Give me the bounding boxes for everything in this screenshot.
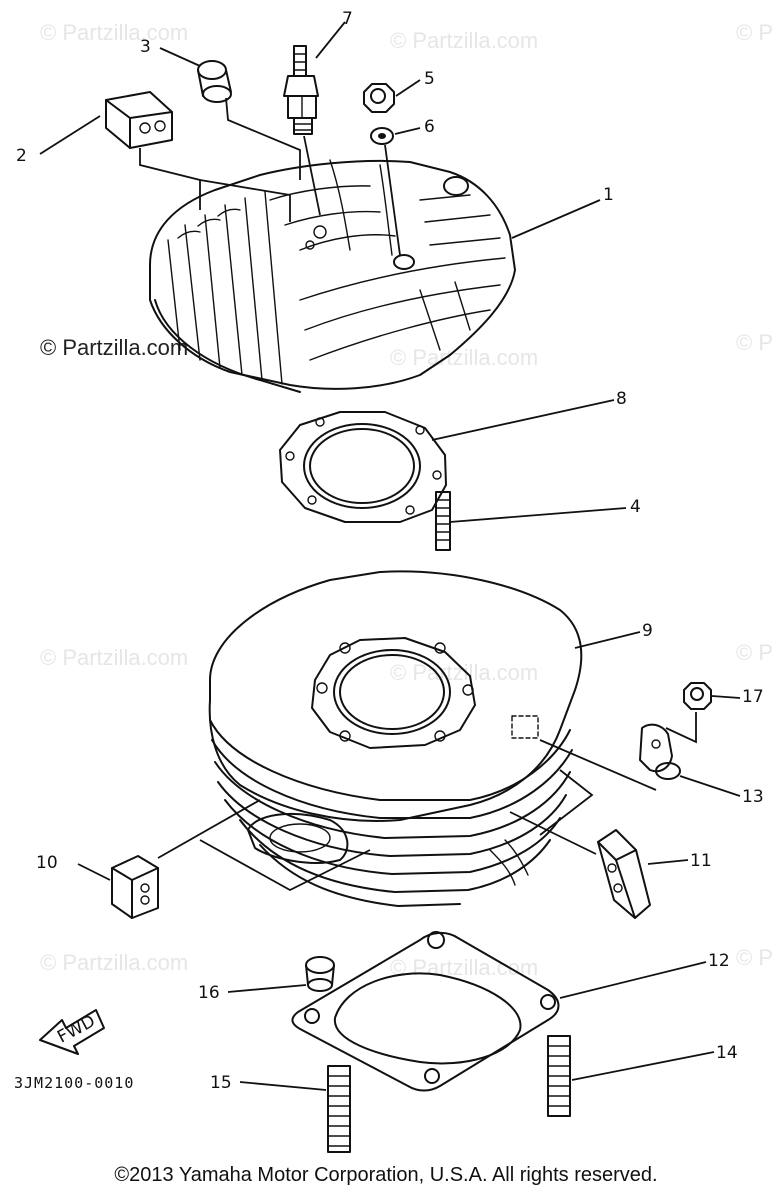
callout-13: 13 [742,787,764,807]
part-12-base-gasket [291,931,560,1092]
part-10-clip [111,855,159,919]
copyright-notice: ©2013 Yamaha Motor Corporation, U.S.A. A… [114,1164,658,1186]
watermark: © Partzilla.com [736,20,772,45]
watermark: © Partzilla.com [736,945,772,970]
watermark: © Partzilla.com [390,28,538,53]
fwd-label: FWD [54,1011,98,1047]
part-7-spark-plug [283,45,319,135]
callout-numbers: 1 2 3 4 5 6 7 8 9 10 11 12 13 14 15 16 1… [16,9,764,1093]
callout-17: 17 [742,687,764,707]
part-14-stud [547,1035,571,1117]
callout-11: 11 [690,851,712,871]
part-6-washer [370,127,394,145]
part-4-stud [435,491,451,551]
watermark: © Partzilla.com [736,330,772,355]
callout-5: 5 [424,69,435,89]
watermark: © Partzilla.com [390,345,538,370]
callout-4: 4 [630,497,641,517]
diagram-code: 3JM2100-0010 [14,1074,134,1092]
callout-16: 16 [198,983,220,1003]
callout-9: 9 [642,621,653,641]
watermark: © Partzilla.com [40,950,188,975]
callout-1: 1 [603,185,614,205]
callout-14: 14 [716,1043,738,1063]
watermark: © Partzilla.com [390,660,538,685]
part-5-nut [363,83,395,113]
callout-3: 3 [140,37,151,57]
watermark-layer: © Partzilla.com © Partzilla.com © Partzi… [40,20,772,980]
leader-lines [39,21,741,1091]
part-2-clip [105,91,173,149]
part-1-cylinder-head [149,159,516,393]
part-16-plug [305,956,335,992]
callout-7: 7 [342,9,353,29]
callout-15: 15 [210,1073,232,1093]
part-17-nut [683,682,712,710]
watermark: © Partzilla.com [390,955,538,980]
part-15-stud [327,1065,351,1153]
watermark: © Partzilla.com [40,20,188,45]
watermark-prominent: © Partzilla.com [40,335,188,360]
callout-6: 6 [424,117,435,137]
watermark: © Partzilla.com [40,645,188,670]
watermark: © Partzilla.com [736,640,772,665]
callout-10: 10 [36,853,58,873]
part-9-cylinder [208,570,583,907]
callout-12: 12 [708,951,730,971]
part-13-bracket [639,723,681,780]
part-3-cap [197,60,232,103]
callout-8: 8 [616,389,627,409]
part-11-clip [597,829,651,919]
part-8-head-gasket [279,411,447,523]
fwd-arrow-icon: FWD [39,1009,105,1055]
callout-2: 2 [16,146,27,166]
